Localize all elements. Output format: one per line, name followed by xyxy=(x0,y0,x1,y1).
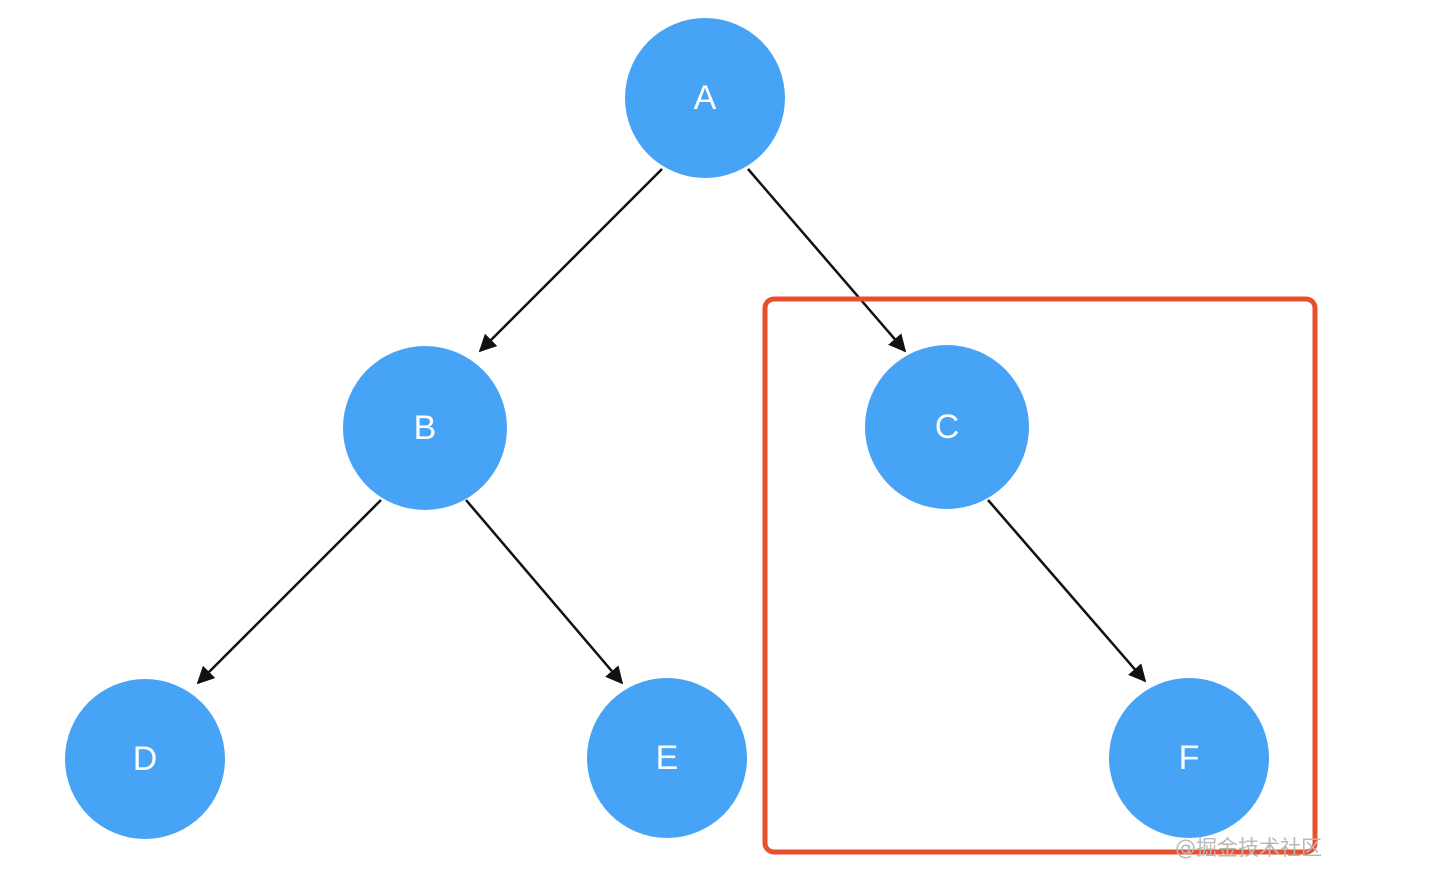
node-label-b: B xyxy=(414,409,437,447)
node-label-d: D xyxy=(133,740,158,778)
tree-node-e: E xyxy=(587,678,747,838)
watermark-text: @掘金技术社区 xyxy=(1175,836,1322,860)
node-label-e: E xyxy=(656,739,679,777)
tree-node-a: A xyxy=(625,18,785,178)
highlight-box-c-subtree xyxy=(762,296,1318,855)
edge-b-d xyxy=(196,499,382,685)
node-label-c: C xyxy=(935,408,960,446)
tree-node-c: C xyxy=(865,345,1029,509)
tree-node-b: B xyxy=(343,346,507,510)
edge-c-f xyxy=(987,499,1147,683)
node-label-a: A xyxy=(694,79,717,117)
edges xyxy=(196,168,1147,685)
edge-b-e xyxy=(465,499,624,685)
nodes: A B C D E F xyxy=(65,18,1269,839)
tree-node-f: F xyxy=(1109,678,1269,838)
tree-node-d: D xyxy=(65,679,225,839)
node-label-f: F xyxy=(1179,739,1200,777)
edge-a-b xyxy=(478,168,663,353)
edge-a-c xyxy=(747,168,907,353)
